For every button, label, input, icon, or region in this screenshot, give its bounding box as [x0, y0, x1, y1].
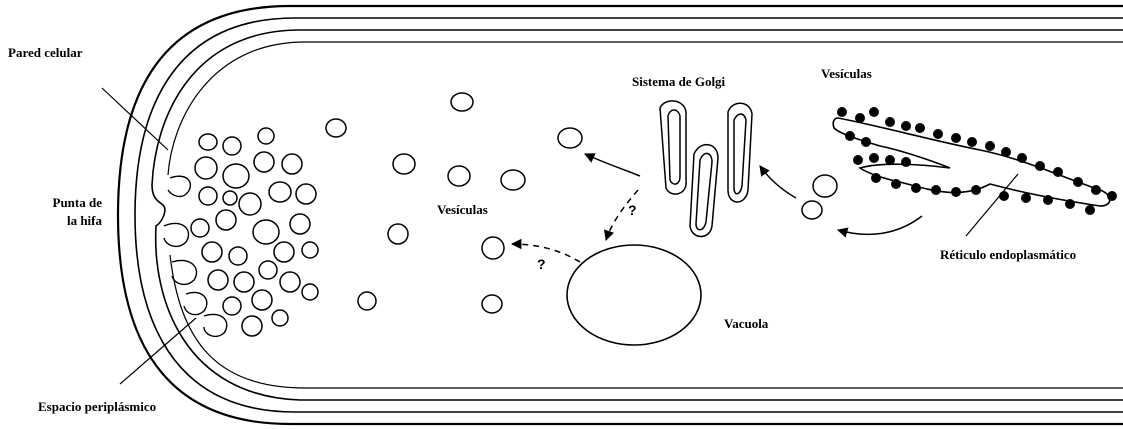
label-periplasmic-space: Espacio periplásmico: [38, 398, 156, 415]
label-hyphal-tip-1: Punta de: [8, 194, 102, 211]
arrow-golgi-to-vesicle: [585, 154, 640, 176]
label-question-1: ?: [628, 202, 637, 218]
label-er: Réticulo endoplasmático: [940, 246, 1076, 263]
vesicle-cluster: [191, 128, 318, 336]
scattered-vesicles: [326, 93, 837, 313]
leader-periplasmic: [120, 318, 196, 384]
arrow-er-to-vesicles: [838, 216, 922, 234]
label-cell-wall: Pared celular: [8, 44, 83, 61]
endoplasmic-reticulum: [833, 107, 1117, 215]
label-vesicles-top: Vesículas: [821, 65, 872, 82]
label-question-2: ?: [537, 256, 546, 272]
label-hyphal-tip-2: la hifa: [8, 212, 102, 229]
vacuole: [567, 245, 701, 345]
label-vacuole: Vacuola: [724, 315, 768, 332]
label-vesicles-center: Vesículas: [437, 201, 488, 218]
cell-wall-outer: [118, 6, 1123, 424]
plasma-membrane-inner-lower: [170, 255, 1123, 388]
golgi-stacks: [660, 101, 752, 237]
arrow-dashed-vacuole-vesicle: [512, 244, 580, 262]
tip-invaginations: [164, 176, 227, 336]
plasma-membrane-inner: [168, 42, 1123, 175]
leader-er: [966, 174, 1018, 236]
label-golgi: Sistema de Golgi: [632, 73, 725, 90]
arrow-vesicles-to-golgi: [760, 166, 796, 198]
